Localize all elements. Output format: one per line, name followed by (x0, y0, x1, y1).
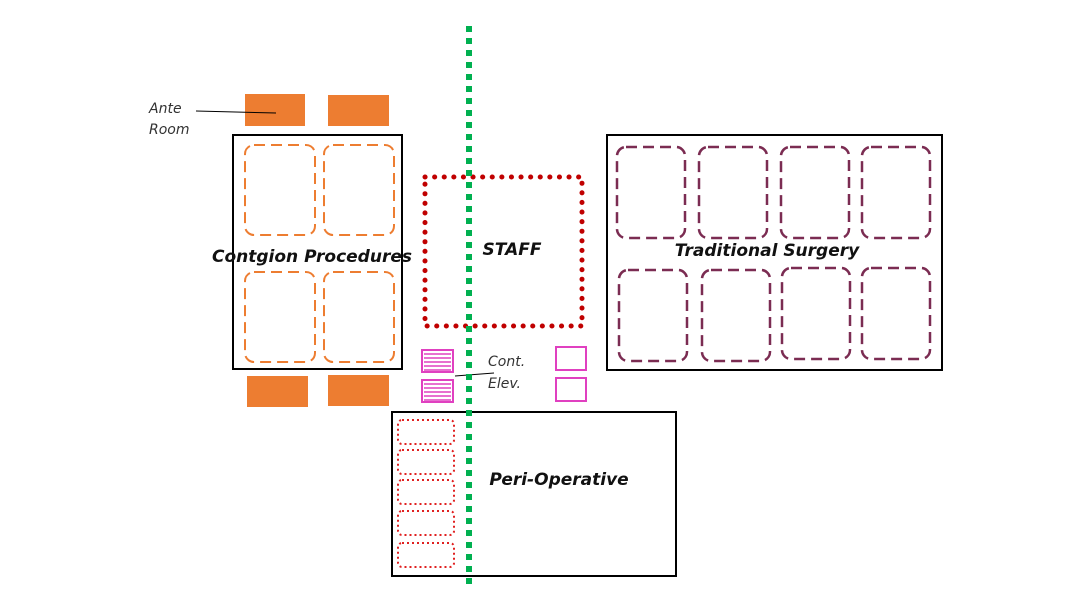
contagion-room-4 (323, 271, 395, 363)
peri-operative-label: Peri-Operative (489, 470, 628, 490)
contagion-room-2 (323, 144, 395, 236)
traditional-surgery-label: Traditional Surgery (675, 241, 860, 261)
cont-elev-leader-line (454, 372, 495, 377)
ante-room-label-line1: Ante (148, 101, 182, 117)
staff-zone (422, 174, 585, 329)
cont-elev-label-line1: Cont. (488, 354, 525, 370)
peri-bay-5 (397, 542, 455, 568)
traditional-room-3 (779, 145, 851, 240)
traditional-room-1 (615, 145, 687, 240)
contagion-procedures-label: Contgion Procedures (212, 247, 412, 267)
cont-elev-label-line2: Elev. (488, 376, 521, 392)
elevator-2 (555, 377, 587, 402)
ante-room-bottom-left (247, 376, 308, 407)
ante-room-top-right (328, 95, 389, 126)
contagion-procedures-block (232, 134, 403, 370)
peri-bay-3 (397, 479, 455, 505)
ante-room-top-left (245, 94, 305, 126)
ante-room-leader-line (195, 110, 277, 114)
cont-elevator-1 (421, 349, 454, 373)
peri-operative-block (391, 411, 677, 577)
traditional-room-4 (860, 145, 932, 240)
contagion-room-3 (244, 271, 316, 363)
traditional-room-7 (780, 266, 852, 361)
elevator-1 (555, 346, 587, 371)
traditional-room-2 (697, 145, 769, 240)
traditional-room-6 (700, 268, 772, 363)
traditional-room-8 (860, 266, 932, 361)
contagion-room-1 (244, 144, 316, 236)
traditional-room-5 (617, 268, 689, 363)
ante-room-label-line2: Room (149, 122, 190, 138)
traditional-surgery-block (606, 134, 943, 371)
staff-label: STAFF (483, 240, 542, 260)
cont-elevator-2 (421, 379, 454, 403)
ante-room-bottom-right (328, 375, 389, 406)
peri-bay-1 (397, 419, 455, 445)
peri-bay-4 (397, 510, 455, 536)
peri-bay-2 (397, 449, 455, 475)
